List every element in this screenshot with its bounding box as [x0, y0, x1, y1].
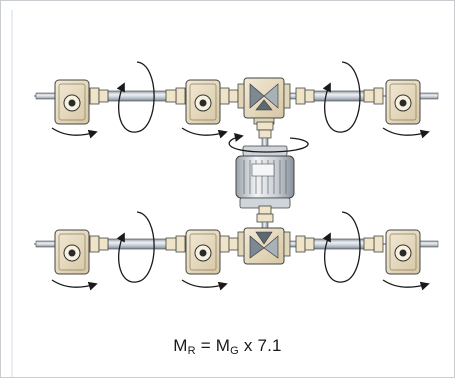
- rotation-arrow-icon: [322, 211, 361, 283]
- coupling-icon: [165, 235, 186, 253]
- coupling-icon: [295, 87, 315, 105]
- formula-lhs-subscript: R: [187, 345, 196, 357]
- rotation-arrow-icon: [382, 127, 430, 139]
- top-couplings: [89, 87, 384, 105]
- rotation-arrow-icon: [228, 132, 309, 153]
- rotation-arrow-icon: [51, 279, 98, 291]
- vertical-drive: [235, 121, 295, 233]
- rotation-arrow-icon: [116, 211, 155, 283]
- motor-icon: [235, 145, 295, 209]
- bevel-gearbox-icon: [237, 77, 291, 125]
- coupling-icon: [256, 205, 274, 223]
- rotation-arrow-icon: [322, 61, 361, 133]
- coupling-icon: [219, 87, 239, 105]
- gear-unit-icon: [185, 229, 221, 275]
- coupling-icon: [295, 235, 315, 253]
- torque-formula: MR = MG x 7.1: [0, 336, 455, 357]
- rotation-arrow-icon: [181, 279, 228, 291]
- coupling-icon: [89, 235, 109, 253]
- shaft-segment: [35, 92, 57, 100]
- coupling-icon: [256, 121, 274, 139]
- formula-rhs-symbol: M: [215, 336, 231, 355]
- gear-unit-icon: [385, 79, 421, 125]
- gear-unit-icon: [385, 229, 421, 275]
- bottom-couplings: [89, 235, 384, 253]
- formula-equals: =: [195, 336, 216, 355]
- coupling-icon: [363, 87, 384, 105]
- coupling-icon: [89, 87, 109, 105]
- formula-lhs-symbol: M: [173, 336, 188, 355]
- rotation-arrow-icon: [51, 127, 98, 139]
- formula-operator-value: x 7.1: [238, 336, 282, 355]
- shaft-segment: [419, 240, 439, 248]
- coupling-icon: [363, 235, 384, 253]
- gear-unit-icon: [54, 79, 90, 125]
- formula-rhs-subscript: G: [230, 345, 239, 357]
- rotation-arrow-icon: [382, 279, 430, 291]
- rotation-arrows: [51, 61, 430, 291]
- coupling-icon: [165, 87, 186, 105]
- gear-unit-icon: [185, 79, 221, 125]
- rotation-arrow-icon: [116, 61, 155, 133]
- shaft-segment: [35, 240, 57, 248]
- rotation-arrow-icon: [181, 127, 228, 139]
- gear-unit-icon: [54, 229, 90, 275]
- coupling-icon: [219, 235, 239, 253]
- bevel-gearbox-icon: [237, 227, 291, 265]
- shaft-segment: [419, 92, 439, 100]
